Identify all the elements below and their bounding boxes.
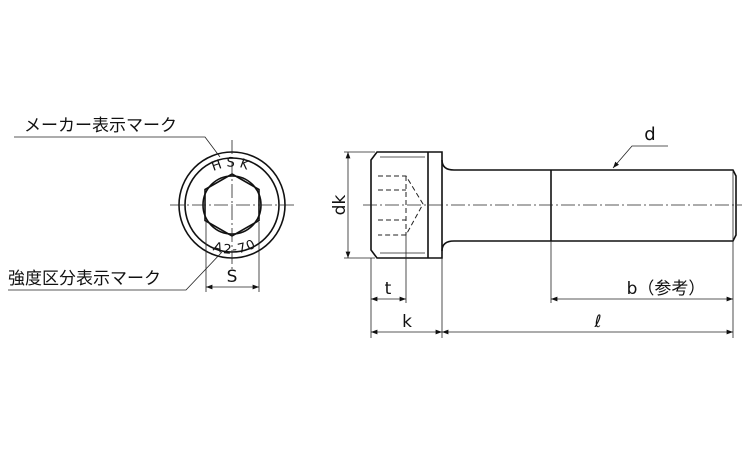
socket-hidden-lines (378, 175, 424, 236)
strength-mark-label: 強度区分表示マーク (8, 269, 161, 289)
t-label: t (385, 279, 392, 299)
s-label: S (227, 267, 238, 287)
d-leader (612, 145, 668, 169)
k-label: k (402, 312, 412, 332)
dk-label: dk (330, 195, 350, 216)
shank-outline (441, 159, 737, 252)
d-label: d (644, 124, 655, 145)
maker-mark-label: メーカー表示マーク (24, 116, 177, 136)
knurl (380, 156, 425, 254)
side-view: dk d t b（参考） k ℓ (330, 124, 742, 338)
maker-mark-leader (14, 136, 221, 158)
strength-mark-leader (8, 251, 223, 291)
b-label: b（参考） (627, 279, 706, 299)
end-view: HSK A2-70 S メーカー表示マーク 強度区分表示マーク (8, 116, 294, 292)
head-outline (370, 151, 443, 259)
l-label: ℓ (593, 312, 601, 332)
